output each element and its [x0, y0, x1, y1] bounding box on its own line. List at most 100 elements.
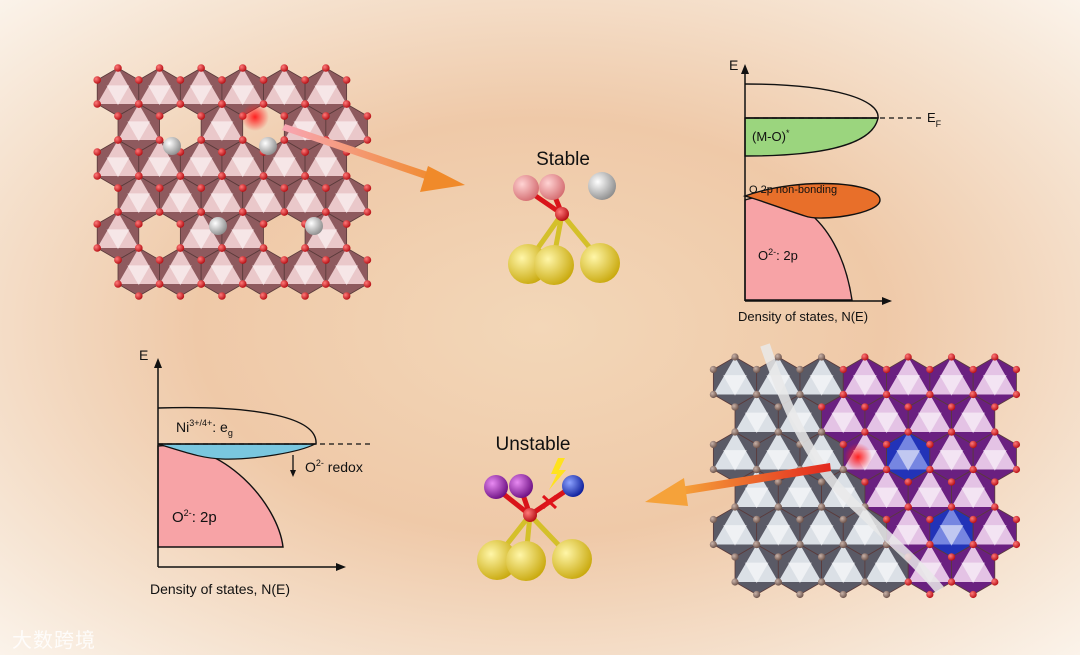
metal-atom: [731, 403, 739, 411]
oxygen-atom: [238, 256, 247, 264]
octahedron: [929, 431, 974, 483]
octahedron: [221, 139, 264, 189]
oxygen-atom: [134, 220, 143, 228]
octahedron: [821, 394, 866, 445]
oxygen-atom: [259, 292, 268, 300]
oxygen-atom: [322, 184, 330, 192]
watermark: 大数跨境: [12, 628, 96, 652]
oxygen-atom: [197, 64, 205, 72]
metal-atom: [818, 353, 826, 361]
oxygen-atom: [991, 578, 999, 586]
octahedron: [821, 544, 866, 595]
oxygen-atom: [155, 184, 164, 192]
metal-atom: [839, 590, 847, 599]
oxygen-atom: [882, 440, 891, 449]
silver-atom: [588, 172, 616, 200]
gold-atom: [552, 539, 592, 579]
oxygen-atom: [301, 148, 309, 156]
oxygen-atom: [176, 244, 185, 252]
metal-atom: [818, 503, 826, 511]
gold-atom: [580, 243, 620, 283]
unstable-label: Unstable: [496, 434, 571, 455]
oxygen-atom: [197, 112, 205, 120]
metal-atom: [731, 503, 739, 511]
metal-atom: [818, 428, 826, 436]
oxygen-atom: [197, 136, 205, 144]
oxygen-atom: [259, 244, 268, 252]
oxygen-atom: [238, 136, 247, 144]
oxygen-atom: [1012, 365, 1021, 374]
metal-atom: [818, 578, 826, 586]
nonbonding-band: [742, 182, 881, 219]
oxygen-atom: [947, 553, 956, 561]
metal-atom: [774, 503, 782, 511]
octahedron: [756, 431, 801, 483]
crack-line: [760, 343, 944, 594]
oxygen-atom: [218, 292, 226, 300]
oxygen-atom: [197, 280, 205, 288]
oxygen-atom: [114, 112, 122, 120]
metal-atom: [861, 553, 869, 561]
crystal-structure-top: [93, 64, 372, 300]
oxygen-atom: [969, 390, 977, 399]
oxygen-atom: [114, 184, 122, 192]
metal-atom: [709, 540, 717, 549]
metal-atom: [796, 365, 804, 374]
octahedron: [159, 247, 202, 297]
oxygen-atom: [280, 256, 289, 264]
oxygen-atom: [155, 256, 164, 264]
metal-atom: [818, 478, 826, 486]
crystal-structure-bottom: [709, 343, 1021, 599]
oxygen-atom: [93, 244, 102, 252]
oxygen-atom: [134, 148, 143, 156]
oxygen-atom: [93, 76, 102, 84]
metal-atom: [709, 515, 717, 524]
oxygen-atom: [114, 64, 122, 72]
mo-band-empty: [744, 83, 879, 119]
octahedron: [777, 544, 823, 595]
octahedron: [951, 394, 996, 445]
mo-band-filled: [744, 117, 879, 157]
gold-atom: [477, 540, 517, 580]
metal-atom: [709, 440, 717, 449]
oxygen-atom: [904, 478, 912, 486]
silver-atom: [259, 137, 277, 155]
highlight-glow: [241, 103, 269, 131]
oxygen-atom: [322, 256, 330, 264]
oxygen-atom: [904, 428, 912, 436]
oxygen-atom: [322, 208, 330, 216]
fermi-level-label: EF: [927, 110, 942, 129]
metal-atom: [796, 590, 804, 599]
octahedron: [304, 139, 348, 189]
metal-atom: [709, 465, 717, 474]
oxygen-atom: [947, 403, 956, 411]
octahedron: [200, 103, 244, 153]
oxygen-atom: [93, 100, 102, 108]
oxygen-atom: [280, 136, 289, 144]
oxygen-atom: [134, 244, 143, 252]
oxygen-atom: [197, 256, 205, 264]
octahedron: [221, 211, 264, 261]
oxygen-atom: [259, 220, 268, 228]
oxygen-atom: [969, 590, 977, 599]
oxygen-atom: [839, 440, 847, 449]
oxygen-atom: [155, 64, 164, 72]
oxygen-atom: [176, 76, 185, 84]
ni-eg-label: Ni3+/4+: eg: [176, 418, 233, 438]
oxygen-atom: [947, 428, 956, 436]
metal-atom: [796, 390, 804, 399]
oxygen-atom: [969, 515, 977, 524]
octahedron: [734, 394, 779, 445]
silver-atom: [209, 217, 227, 235]
metal-atom: [774, 553, 782, 561]
octahedron: [304, 67, 348, 117]
bond-break-cross-icon: [541, 494, 558, 510]
oxygen-atom: [322, 112, 330, 120]
dos-top-energy-label: E: [729, 57, 738, 73]
oxygen-atom: [991, 428, 999, 436]
lightning-icon: [549, 458, 566, 490]
oxygen-atom: [882, 515, 891, 524]
oxygen-atom: [523, 508, 537, 522]
oxygen-atom: [134, 172, 143, 180]
